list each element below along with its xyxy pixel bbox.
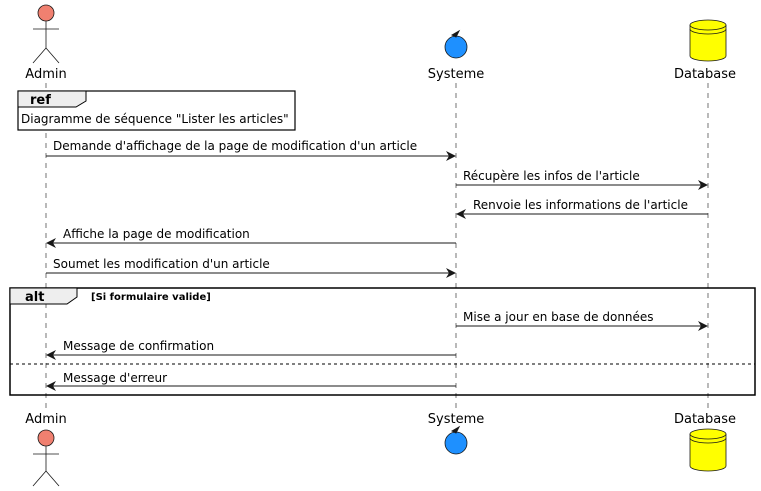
admin-actor-bottom: Admin	[25, 412, 67, 487]
database-label-top: Database	[674, 67, 736, 82]
admin-label-bottom: Admin	[25, 412, 66, 427]
systeme-control-bottom: Systeme	[428, 412, 484, 455]
database-label-bottom: Database	[674, 412, 736, 427]
ref-keyword: ref	[30, 93, 51, 108]
message-label-4: Affiche la page de modification	[63, 227, 250, 241]
message-label-3: Renvoie les informations de l'article	[473, 198, 688, 212]
database-top: Database	[674, 19, 736, 82]
message-label-5: Soumet les modification d'un article	[53, 257, 270, 271]
admin-actor-top: Admin	[25, 4, 67, 82]
admin-label-top: Admin	[25, 67, 66, 82]
systeme-control-top: Systeme	[428, 29, 484, 82]
systeme-label-bottom: Systeme	[428, 412, 484, 427]
message-label-1: Demande d'affichage de la page de modifi…	[53, 139, 417, 153]
ref-frame: ref Diagramme de séquence "Lister les ar…	[17, 90, 296, 131]
alt-keyword: alt	[25, 290, 44, 305]
database-icon	[689, 25, 727, 62]
message-label-2: Récupère les infos de l'article	[463, 169, 640, 183]
admin-actor-icon	[37, 429, 55, 447]
systeme-label-top: Systeme	[428, 67, 484, 82]
database-icon	[689, 434, 727, 472]
alt-frame: alt [Si formulaire valide]	[9, 287, 756, 396]
control-icon	[444, 35, 468, 59]
message-label-6: Mise a jour en base de données	[463, 310, 654, 324]
message-label-7: Message de confirmation	[63, 339, 214, 353]
control-icon	[444, 431, 468, 455]
message-label-8: Message d'erreur	[63, 371, 167, 385]
ref-text: Diagramme de séquence "Lister les articl…	[21, 112, 289, 126]
database-bottom: Database	[674, 412, 736, 472]
alt-guard: [Si formulaire valide]	[91, 292, 211, 303]
admin-actor-icon	[37, 4, 55, 22]
